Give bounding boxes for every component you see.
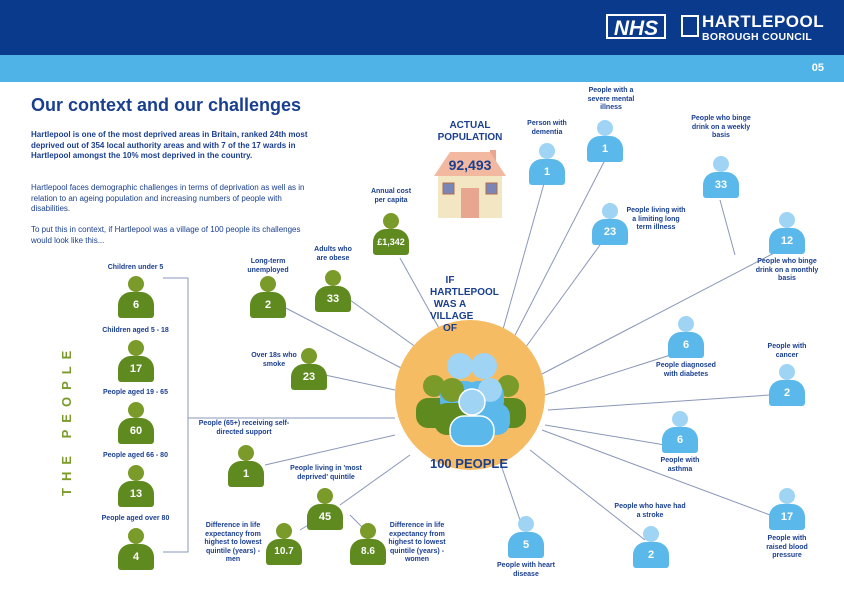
stat-label: People who binge drink on a weekly basis <box>691 115 751 139</box>
age-group-figure: 4 <box>118 528 154 570</box>
house-icon <box>434 150 506 218</box>
line-asthma <box>544 424 666 446</box>
line-limiting <box>519 244 601 356</box>
stat-label: People living with a limiting long term … <box>626 207 686 231</box>
hundred-people: 100 PEOPLE <box>429 456 509 471</box>
age-group-label: Children aged 5 - 18 <box>102 327 169 334</box>
stat-figure: 6 <box>668 316 704 358</box>
line-cancer <box>547 394 771 411</box>
line-deprived <box>339 454 411 506</box>
the-people-label: THE PEOPLE <box>59 343 74 497</box>
stat-label: People with raised blood pressure <box>766 535 808 559</box>
line-smoke <box>324 374 396 391</box>
intro-paragraph-3: To put this in context, if Hartlepool wa… <box>31 225 301 245</box>
stat-label: Person with dementia <box>527 120 567 136</box>
line-blood-pressure <box>541 429 771 516</box>
stat-figure: 6 <box>662 411 698 453</box>
stat-label: Annual cost per capita <box>370 188 412 204</box>
stat-label: People diagnosed with diabetes <box>656 362 716 378</box>
age-group-label: Children under 5 <box>107 264 164 271</box>
stat-figure: 12 <box>769 212 805 254</box>
stat-label: Difference in life expectancy from highe… <box>388 522 446 563</box>
age-group-figure: 6 <box>118 276 154 318</box>
stat-figure: 8.6 <box>350 523 386 565</box>
actual-population-value: 92,493 <box>448 157 492 173</box>
stat-figure: 2 <box>769 364 805 406</box>
stat-figure: £1,342 <box>373 213 409 255</box>
age-group-figure: 60 <box>118 402 154 444</box>
age-group-figure: 17 <box>118 340 154 382</box>
stat-figure: 33 <box>703 156 739 198</box>
stat-label: People with asthma <box>660 457 700 473</box>
stat-figure: 10.7 <box>266 523 302 565</box>
stat-figure: 2 <box>633 526 669 568</box>
stat-label: People with a severe mental illness <box>587 87 635 111</box>
line-mental <box>509 159 606 346</box>
line-dementia <box>499 179 546 341</box>
stat-figure: 23 <box>592 203 628 245</box>
stat-figure: 33 <box>315 270 351 312</box>
stat-figure: 5 <box>508 516 544 558</box>
stat-figure: 1 <box>529 143 565 185</box>
stat-label: Long-term unemployed <box>247 258 289 274</box>
stat-figure: 23 <box>291 348 327 390</box>
line-support <box>264 434 396 466</box>
council-name: HARTLEPOOL <box>702 12 825 31</box>
line-cost <box>399 257 441 331</box>
stat-label: People living in 'most deprived' quintil… <box>290 465 362 481</box>
stat-figure: 45 <box>307 488 343 530</box>
intro-paragraph-1: Hartlepool is one of the most deprived a… <box>31 130 308 160</box>
stat-figure: 1 <box>587 120 623 162</box>
stat-label: People with cancer <box>767 343 807 359</box>
line-diabetes <box>544 351 681 396</box>
line-obese <box>349 299 421 351</box>
stat-figure: 17 <box>769 488 805 530</box>
age-group-label: People aged over 80 <box>101 515 170 522</box>
line-weekly <box>719 199 736 256</box>
nhs-logo: NHS <box>606 14 666 40</box>
line-unemployed <box>279 304 406 371</box>
stat-label: Over 18s who smoke <box>251 352 297 368</box>
village-text: IF HARTLEPOOL WAS A VILLAGE OF <box>430 275 499 334</box>
stat-figure: 1 <box>228 445 264 487</box>
council-crest-icon <box>681 15 699 37</box>
sub-banner <box>0 55 844 82</box>
line-stroke <box>529 449 646 541</box>
line-monthly <box>539 249 781 376</box>
stat-label: People with heart disease <box>497 562 555 578</box>
council-subname: BOROUGH COUNCIL <box>702 31 813 43</box>
actual-population-label: ACTUAL POPULATION <box>437 120 503 143</box>
stat-label: Difference in life expectancy from highe… <box>204 522 262 563</box>
age-group-label: People aged 66 - 80 <box>103 452 168 459</box>
page-title: Our context and our challenges <box>31 95 302 115</box>
stat-label: People (65+) receiving self-directed sup… <box>198 420 290 436</box>
stat-label: People who binge drink on a monthly basi… <box>755 258 819 282</box>
crowd-icon <box>416 353 526 447</box>
age-bracket <box>163 277 189 553</box>
page-number: 05 <box>811 62 824 74</box>
stat-label: Adults who are obese <box>314 246 352 262</box>
stat-label: People who have had a stroke <box>614 503 686 519</box>
intro-paragraph-2: Hartlepool faces demographic challenges … <box>31 183 305 213</box>
age-group-figure: 13 <box>118 465 154 507</box>
stat-figure: 2 <box>250 276 286 318</box>
top-banner <box>0 0 844 55</box>
age-group-label: People aged 19 - 65 <box>103 389 168 396</box>
line-heart <box>499 461 521 521</box>
